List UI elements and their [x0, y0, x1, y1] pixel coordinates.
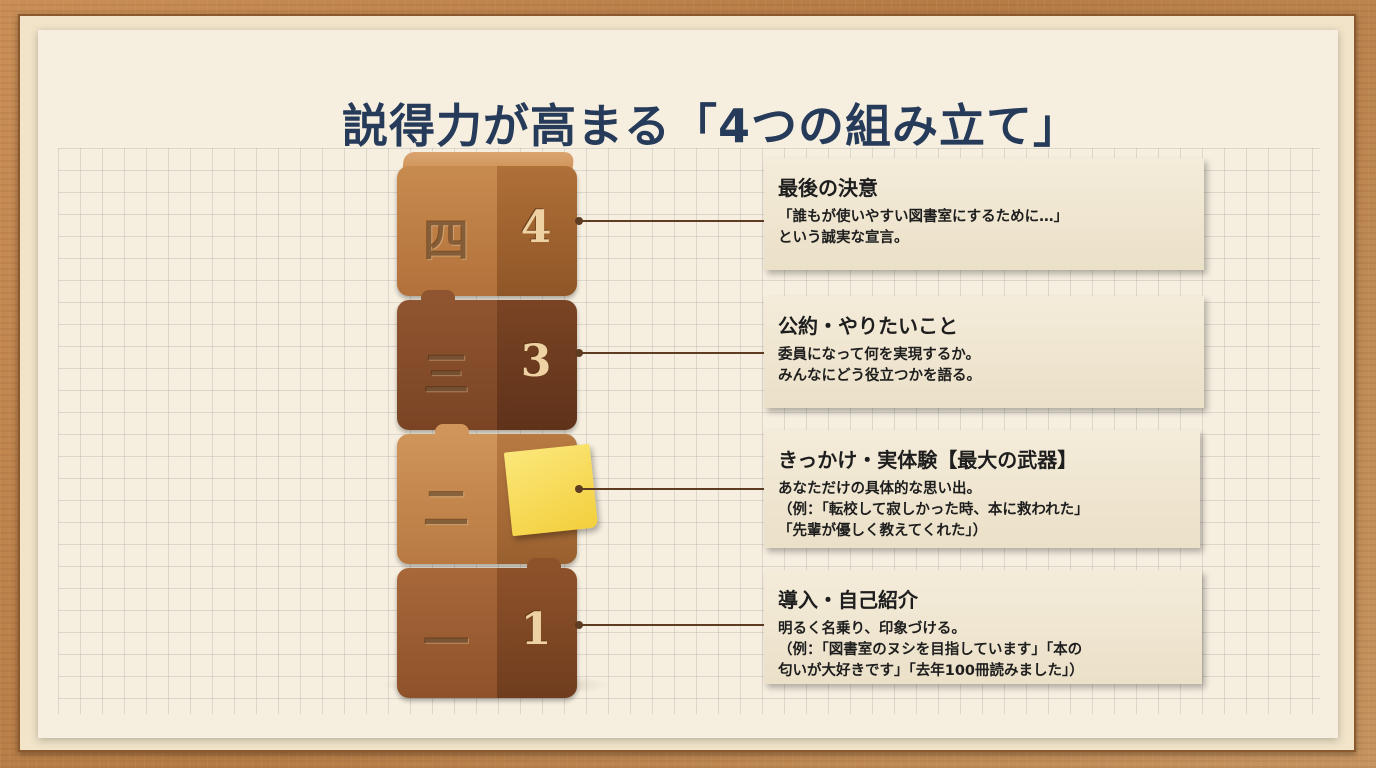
connector-line-1	[575, 621, 764, 629]
sticky-note	[503, 443, 599, 537]
card-title: 最後の決意	[778, 176, 878, 200]
card-text: （例：「転校して寂しかった時、本に救われた」	[778, 502, 1089, 518]
block-front-left	[397, 300, 497, 430]
connector-dot	[575, 485, 583, 493]
card-title: きっかけ・実体験【最大の武器】	[778, 448, 1078, 472]
card-text: 明るく名乗り、印象づける。	[778, 621, 966, 637]
card-text: という誠実な宣言。	[778, 230, 909, 246]
card-text: みんなにどう役立つかを語る。	[778, 368, 981, 384]
card-text: あなただけの具体的な思い出。	[778, 481, 981, 497]
block-4: 四 4	[397, 152, 577, 296]
block-number: 3	[520, 336, 552, 387]
block-front-right	[497, 568, 577, 698]
card-text: 委員になって何を実現するか。	[778, 347, 980, 363]
card-step-4: 最後の決意 「誰もが使いやすい図書室にするために…」 という誠実な宣言。	[764, 158, 1204, 270]
block-3: 三 3	[397, 290, 577, 430]
connector-dot	[575, 349, 583, 357]
connector-line-2	[575, 485, 764, 493]
card-text: （例：「図書室のヌシを目指しています」「本の	[778, 642, 1083, 658]
card-title: 公約・やりたいこと	[778, 314, 958, 338]
connector-dot	[575, 621, 583, 629]
block-kanji: 三	[423, 347, 469, 401]
block-1: 一 1	[397, 558, 577, 698]
block-front-right	[497, 166, 577, 296]
card-text: 匂いが大好きです」「去年100冊読みました」）	[778, 663, 1084, 679]
card-title: 導入・自己紹介	[778, 588, 918, 612]
block-front-left	[397, 166, 497, 296]
card-step-3: 公約・やりたいこと 委員になって何を実現するか。 みんなにどう役立つかを語る。	[764, 296, 1204, 408]
block-front-left	[397, 434, 497, 564]
card-text: 「先輩が優しく教えてくれた」）	[778, 523, 988, 539]
card-step-1: 導入・自己紹介 明るく名乗り、印象づける。 （例：「図書室のヌシを目指しています…	[764, 570, 1202, 684]
block-number: 1	[520, 604, 552, 655]
connector-line-3	[575, 349, 764, 357]
page-title: 説得力が高まる「4つの組み立て」	[341, 99, 1080, 153]
card-step-2: きっかけ・実体験【最大の武器】 あなただけの具体的な思い出。 （例：「転校して寂…	[764, 430, 1200, 548]
connector-dot	[575, 217, 583, 225]
block-kanji: 一	[423, 615, 469, 669]
block-number: 4	[520, 202, 552, 253]
block-kanji: 二	[423, 481, 469, 535]
block-kanji: 四	[423, 213, 469, 267]
connector-line-4	[575, 217, 764, 225]
block-front-right	[497, 300, 577, 430]
block-tower: 四 4 三 3 二 2 一 1	[397, 150, 583, 698]
block-front-left	[397, 568, 497, 698]
card-text: 「誰もが使いやすい図書室にするために…」	[778, 209, 1069, 225]
